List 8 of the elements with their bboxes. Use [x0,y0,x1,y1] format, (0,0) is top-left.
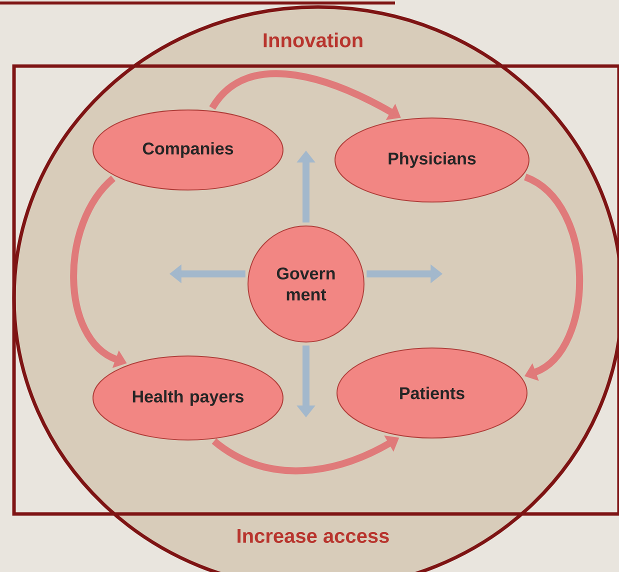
ellipse-node: Patients [336,348,528,438]
circle-node: Govern ment [248,226,364,342]
ellipse-node: Physicians [334,118,530,202]
circle-label: Innovation [264,32,362,48]
circle-label: Increase access [238,529,389,543]
arrow [524,174,584,381]
ellipse-node: Health payers [92,356,284,440]
ellipse-node: Companies [92,110,284,190]
